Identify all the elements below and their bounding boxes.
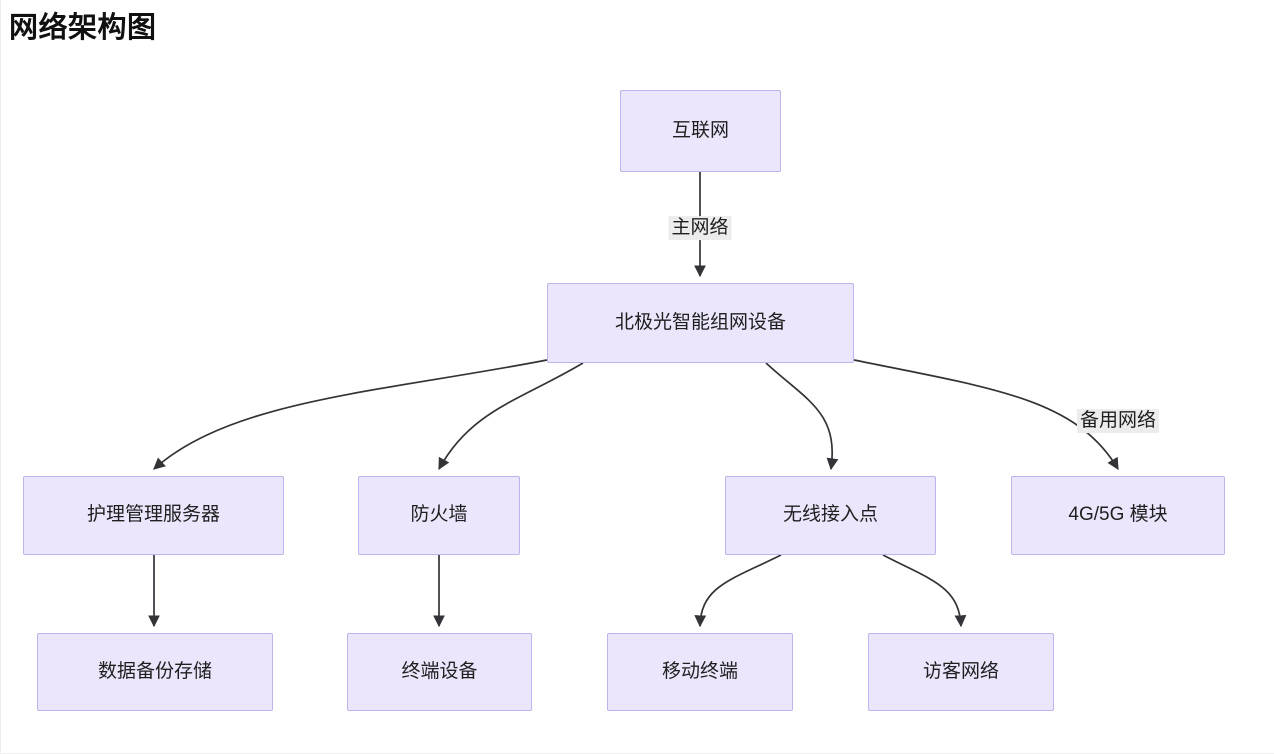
node-backup-storage[interactable]: 数据备份存储	[37, 633, 273, 711]
edge-label-backup-network: 备用网络	[1076, 409, 1160, 433]
edge-ap-mobile	[694, 554, 782, 628]
node-label: 数据备份存储	[97, 660, 212, 682]
node-guest-network[interactable]: 访客网络	[868, 633, 1054, 711]
node-label: 移动终端	[661, 660, 738, 682]
edge-label-main-network: 主网络	[668, 216, 732, 240]
page-title: 网络架构图	[9, 12, 157, 44]
node-nursing-server[interactable]: 护理管理服务器	[23, 476, 284, 555]
node-label: 访客网络	[922, 660, 999, 682]
node-mobile-terminal[interactable]: 移动终端	[607, 633, 793, 711]
node-label: 护理管理服务器	[86, 504, 220, 526]
edge-router-ap	[765, 362, 839, 471]
node-label: 4G/5G 模块	[1068, 504, 1168, 526]
node-label: 终端设备	[401, 660, 478, 682]
edge-ap-guest	[882, 554, 967, 628]
node-label: 互联网	[671, 119, 729, 141]
node-internet[interactable]: 互联网	[620, 90, 781, 172]
node-terminal-device[interactable]: 终端设备	[347, 633, 532, 711]
node-cellular-module[interactable]: 4G/5G 模块	[1011, 476, 1225, 555]
node-router[interactable]: 北极光智能组网设备	[547, 283, 854, 363]
node-label: 无线接入点	[782, 504, 878, 526]
edge-router-firewall	[438, 362, 584, 471]
node-label: 北极光智能组网设备	[614, 311, 786, 333]
edge-router-module	[853, 359, 1119, 471]
node-wireless-access-point[interactable]: 无线接入点	[725, 476, 936, 555]
node-firewall[interactable]: 防火墙	[358, 476, 520, 555]
node-label: 防火墙	[410, 504, 468, 526]
edge-router-server	[153, 359, 548, 470]
